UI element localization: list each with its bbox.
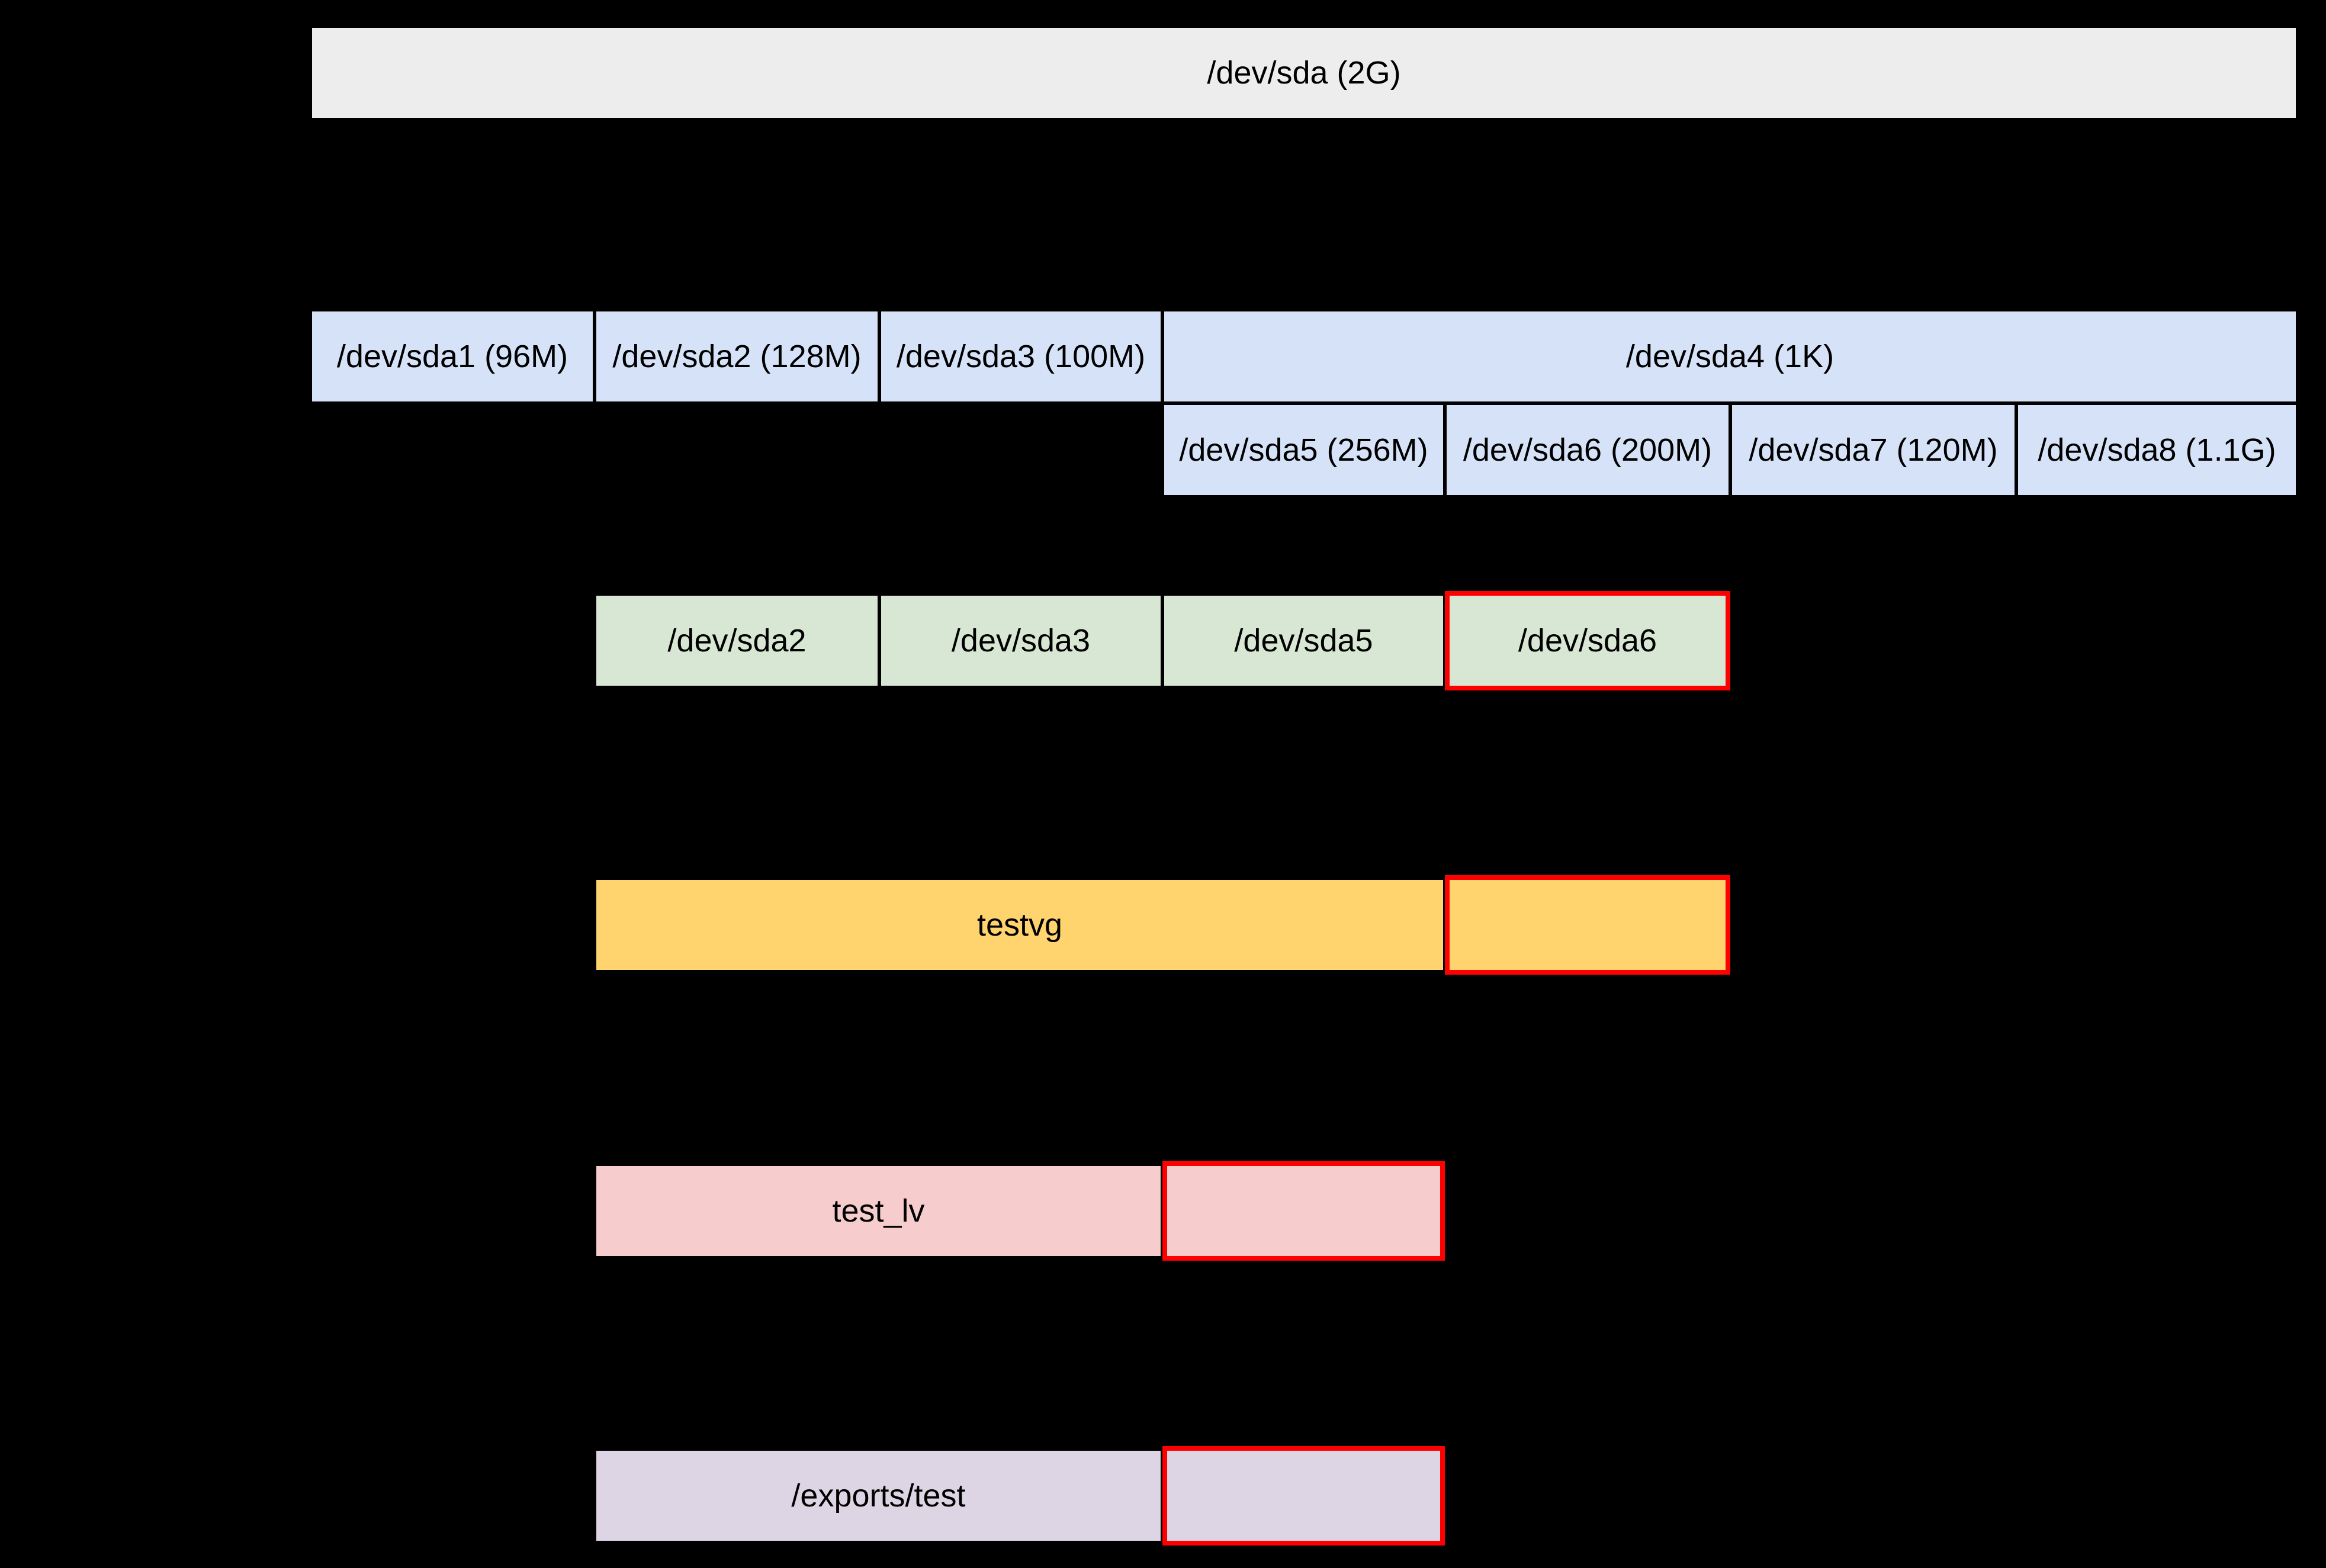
logical-partition-sda6: /dev/sda6 (200M) (1445, 403, 1730, 497)
volume-group-testvg: testvg (595, 878, 1445, 972)
logical-partition-sda8: /dev/sda8 (1.1G) (2016, 403, 2298, 497)
partition-sda2: /dev/sda2 (128M) (595, 310, 879, 403)
volume-group-extension-highlighted (1445, 875, 1730, 975)
physical-volume-sda6-highlighted: /dev/sda6 (1445, 591, 1730, 690)
disk-bar: /dev/sda (2G) (310, 26, 2298, 120)
filesystem-extension-highlighted (1162, 1446, 1445, 1545)
logical-volume-test-lv: test_lv (595, 1164, 1162, 1258)
partition-sda3: /dev/sda3 (100M) (879, 310, 1162, 403)
logical-partition-sda7: /dev/sda7 (120M) (1730, 403, 2016, 497)
partition-sda4-extended: /dev/sda4 (1K) (1162, 310, 2298, 403)
filesystem-exports-test: /exports/test (595, 1449, 1162, 1543)
physical-volume-sda2: /dev/sda2 (595, 594, 879, 687)
logical-volume-extension-highlighted (1162, 1161, 1445, 1261)
physical-volume-sda3: /dev/sda3 (879, 594, 1162, 687)
physical-volume-sda5: /dev/sda5 (1162, 594, 1445, 687)
partition-sda1: /dev/sda1 (96M) (310, 310, 595, 403)
logical-partition-sda5: /dev/sda5 (256M) (1162, 403, 1445, 497)
